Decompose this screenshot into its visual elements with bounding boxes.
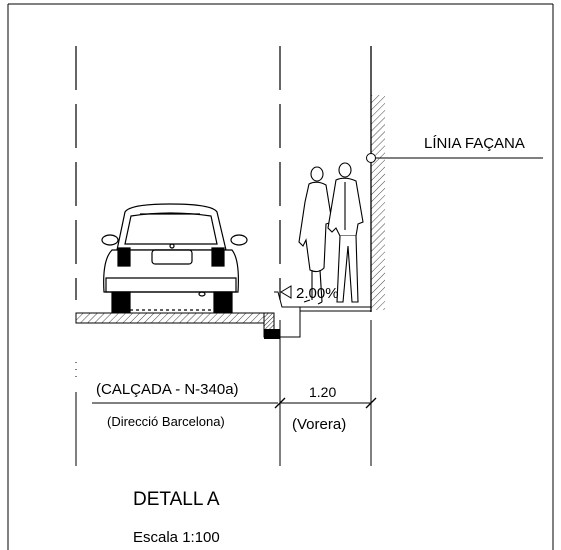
left-taillight [117, 247, 131, 267]
right-wheel [213, 291, 233, 313]
slope-indicator: 2.00% [280, 285, 339, 302]
curb [263, 291, 301, 339]
facade-marker-circle [366, 153, 376, 163]
dimension-lines [75, 320, 377, 466]
sidewalk [282, 306, 371, 312]
pedestrian-man [327, 162, 364, 303]
scale-label: Escala 1:100 [133, 529, 220, 546]
carriageway-direction-label: (Direcció Barcelona) [107, 414, 225, 429]
slope-label: 2.00% [296, 285, 339, 302]
sidewalk-width-label: 1.20 [309, 384, 336, 400]
car-illustration [101, 203, 248, 313]
sidewalk-name-label: (Vorera) [292, 416, 346, 433]
slope-arrow-icon [280, 285, 292, 299]
detail-title: DETALL A [133, 489, 220, 510]
road-surface [75, 312, 265, 324]
carriageway-name-label: (CALÇADA - N-340a) [96, 381, 239, 398]
right-taillight [211, 247, 225, 267]
facade-wall [366, 46, 543, 312]
left-wheel [111, 291, 131, 313]
facade-line-label: LÍNIA FAÇANA [424, 135, 525, 152]
sheet-frame [7, 3, 554, 550]
pedestrians-illustration [298, 162, 364, 305]
reference-lines [75, 46, 281, 300]
pedestrian-woman [298, 166, 333, 305]
